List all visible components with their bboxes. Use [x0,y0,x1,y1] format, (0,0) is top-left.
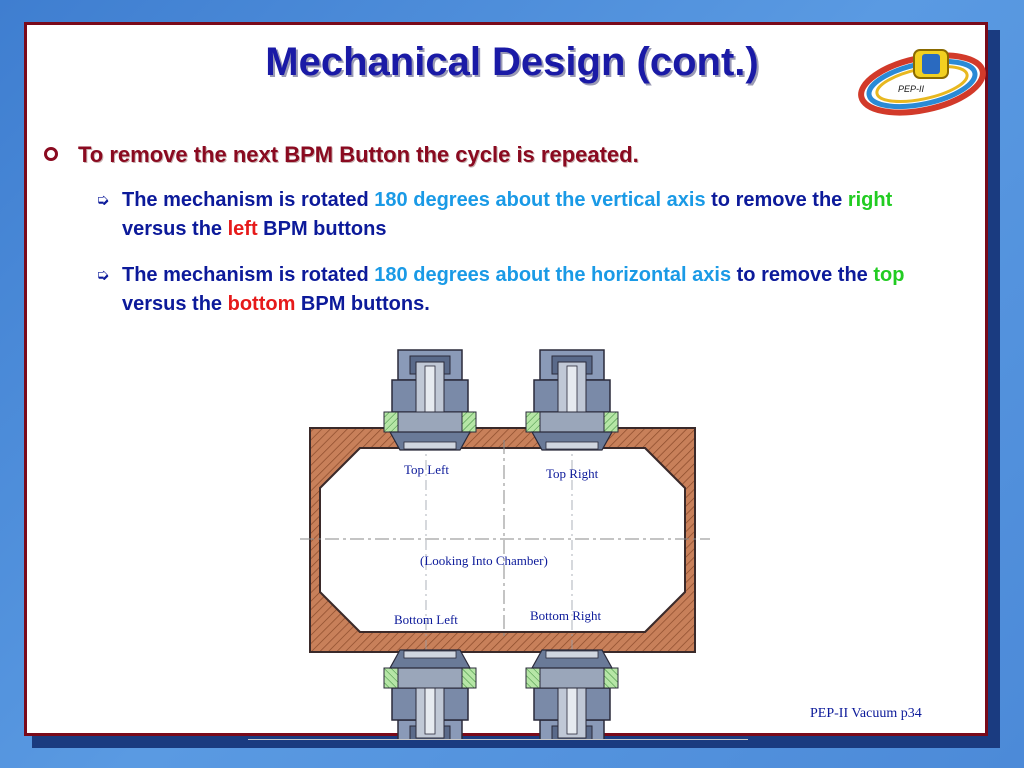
bullet-arrow-icon: ➭ [96,267,110,284]
bpm-button-top-right-icon [525,349,619,451]
label-top-left: Top Left [404,462,449,477]
red-run: left [227,218,258,240]
text-run: versus the [122,218,228,240]
logo-text: PEP-II [898,84,925,94]
green-run: right [847,189,893,211]
text-run: The mechanism is rotated [122,264,375,286]
green-run: top [873,264,905,286]
footer-page-label: PEP-II Vacuum p34 [810,706,922,721]
sub-bullet-1-text: The mechanism is rotated 180 degrees abo… [122,186,942,244]
red-run: bottom [227,293,296,315]
text-run: The mechanism is rotated [122,189,375,211]
bpm-button-bottom-right-icon [525,649,619,740]
bpm-chamber-diagram: Top Left Top Right (Looking Into Chamber… [300,349,710,740]
label-center: (Looking Into Chamber) [420,553,548,568]
text-run: to remove the [705,189,848,211]
sub-bullet-2-text: The mechanism is rotated 180 degrees abo… [122,261,942,319]
label-bottom-left: Bottom Left [394,612,458,627]
text-run: BPM buttons [257,218,387,240]
text-run: versus the [122,293,228,315]
highlight-run: 180 degrees about the vertical axis [374,189,706,211]
bullet-arrow-icon: ➭ [96,192,110,209]
text-run: BPM buttons. [295,293,430,315]
highlight-run: 180 degrees about the horizontal axis [374,264,732,286]
slide-title: Mechanical Design (cont.) [265,40,759,84]
label-top-right: Top Right [546,466,599,481]
text-run: to remove the [731,264,874,286]
footer-divider [248,739,748,740]
bullet-circle-icon [44,147,58,161]
bpm-button-bottom-left-icon [383,649,477,740]
label-bottom-right: Bottom Right [530,608,602,623]
bpm-button-top-left-icon [383,349,477,451]
pep-ii-logo-icon: PEP-II [858,49,986,116]
main-bullet-text: To remove the next BPM Button the cycle … [78,142,639,167]
